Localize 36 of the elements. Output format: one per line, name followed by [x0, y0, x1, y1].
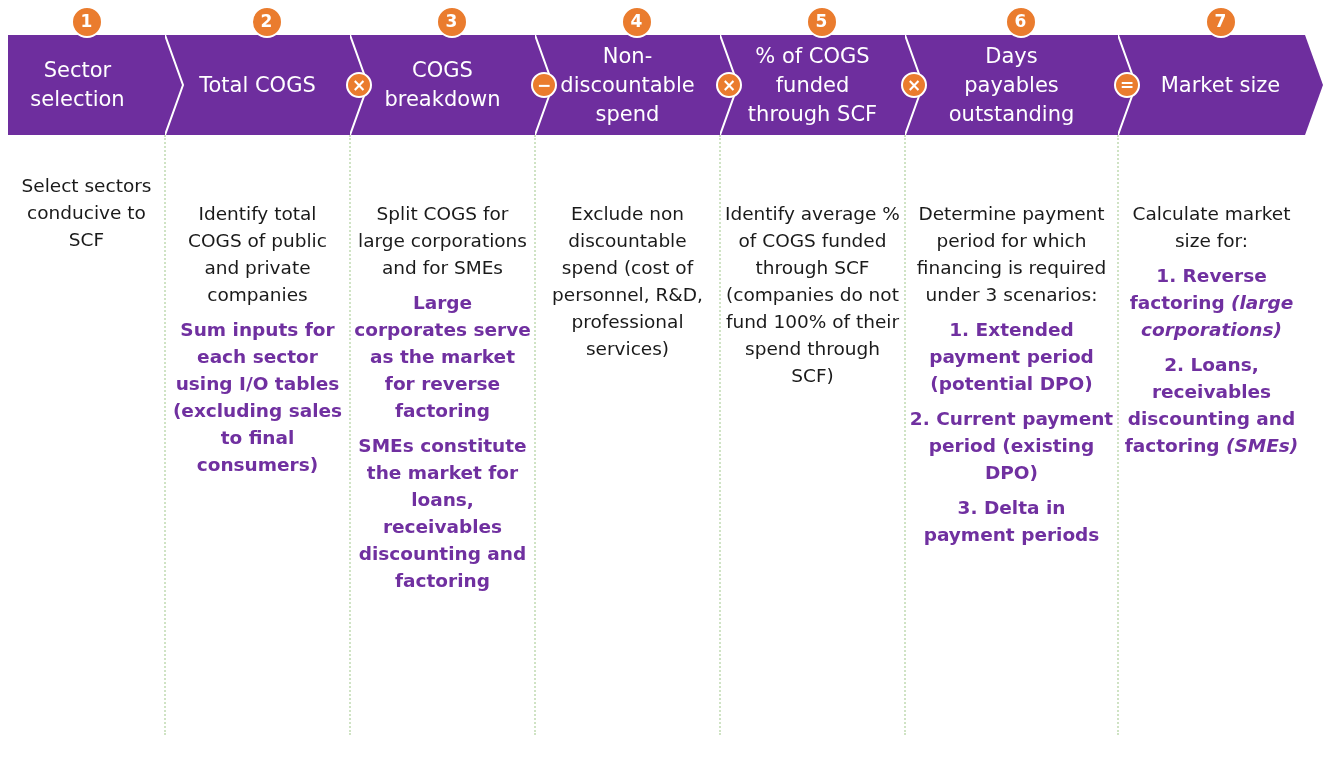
- step-description: Exclude non discountable spend (cost of personnel, R&D, professional services): [551, 202, 704, 361]
- chevron-step: [535, 35, 720, 135]
- step-title: Sector selection: [29, 57, 126, 113]
- step-number: 7: [1204, 6, 1237, 38]
- step-description: Split COGS for large corporations and for SMEs: [357, 202, 528, 280]
- chevron-step: [720, 35, 905, 135]
- step-detail: SMEs constitute the market for loans, receivables discounting and factoring: [357, 434, 528, 593]
- step-title: Market size: [1160, 71, 1281, 99]
- step-number: 5: [805, 6, 838, 38]
- step-detail: 1. Extended payment period (potential DPO): [928, 318, 1095, 396]
- step-number: 1: [70, 6, 103, 38]
- step-description: Determine payment period for which financing is required under 3 scenarios:: [915, 202, 1108, 307]
- step-description: Calculate market size for:: [1131, 202, 1292, 253]
- chevron-step: [905, 35, 1118, 135]
- step-detail: 3. Delta in payment periods: [922, 496, 1101, 547]
- step-number: 2: [250, 6, 283, 38]
- step-title: % of COGS funded through SCF: [747, 42, 878, 128]
- step-detail: Large corporates serve as the market for reverse factoring: [354, 291, 531, 423]
- step-title: Days payables outstanding: [947, 42, 1076, 128]
- chevron-step: [8, 35, 165, 135]
- step-detail: 1. Reverse factoring (large corporations): [1128, 264, 1295, 342]
- step-description: Select sectors conducive to SCF: [20, 174, 153, 252]
- step-number: 6: [1004, 6, 1037, 38]
- step-title: Total COGS: [199, 71, 316, 99]
- step-number: 3: [435, 6, 468, 38]
- chevron-step: [165, 35, 350, 135]
- step-number: 4: [620, 6, 653, 38]
- step-detail: Sum inputs for each sector using I/O tables (excluding sales to final consumers): [171, 318, 344, 477]
- step-description: Identify average % of COGS funded through SCF (companies do not fund 100% of their spend through SCF): [724, 202, 901, 388]
- step-detail: 2. Current payment period (existing DPO): [909, 407, 1114, 485]
- step-detail: 2. Loans, receivables discounting and factoring (SMEs): [1123, 353, 1300, 458]
- step-description: Identify total COGS of public and private companies: [187, 202, 328, 307]
- chevron-step: [350, 35, 535, 135]
- step-title: COGS breakdown: [383, 57, 502, 113]
- step-title: Non-discountable spend: [560, 42, 695, 128]
- chevron-step: [1118, 35, 1323, 135]
